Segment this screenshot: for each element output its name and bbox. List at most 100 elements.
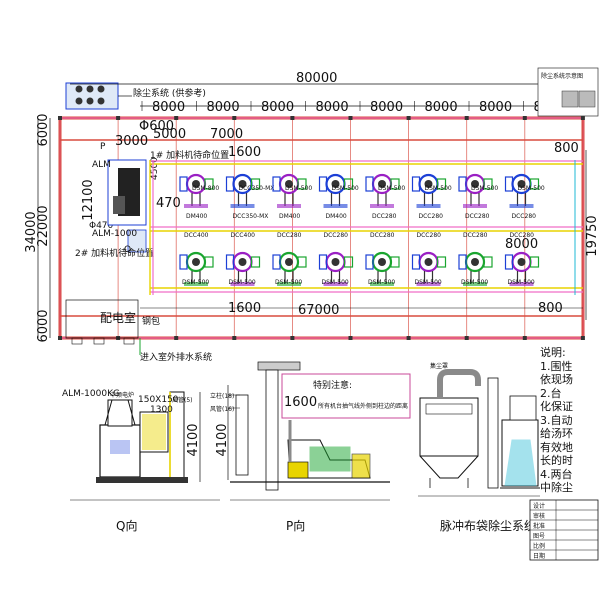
machine-hub	[192, 258, 200, 266]
machine-block	[225, 176, 235, 192]
machine-label-row1: DSM-500	[285, 185, 312, 192]
machine-motor	[483, 178, 493, 190]
machine-unit	[365, 251, 400, 286]
machine-unit	[272, 173, 307, 208]
column-cap	[406, 336, 411, 340]
tb-cell-3: 图号	[533, 533, 545, 540]
machine-label-row1: DSM-500	[518, 185, 545, 192]
machine-label-row1: DSM-500	[425, 185, 452, 192]
top-dimension: 80000	[296, 71, 337, 86]
machine-block	[365, 254, 374, 270]
bottom-dimension: 67000	[298, 303, 339, 318]
q-duct-note: 风管(5)	[172, 396, 193, 404]
machine-base	[323, 282, 348, 286]
machine-motor	[297, 178, 307, 190]
track-lines	[149, 160, 583, 295]
machine-unit	[318, 251, 354, 286]
machine-motor	[204, 178, 214, 190]
notes-line: 4.两台	[540, 467, 573, 481]
machine-block	[318, 254, 328, 270]
machine-unit	[365, 173, 400, 208]
machine-label-row2: DSM-500	[322, 279, 349, 286]
inner-height: 12100	[81, 179, 96, 220]
column-grid	[58, 116, 585, 340]
machine-motor	[390, 178, 400, 190]
q-duct-label: 150X150	[138, 395, 179, 405]
dust-system-label: 除尘系统 (供参考)	[133, 87, 206, 99]
dim-4500: 4500	[150, 157, 160, 180]
machine-base	[416, 204, 441, 208]
bay-dimension: 8000	[152, 100, 185, 115]
q-dim-1300: 1300	[150, 405, 173, 415]
machine-motor	[436, 178, 447, 190]
machine-block	[458, 176, 467, 192]
p-dim-4100: 4100	[215, 423, 230, 456]
tb-cell-2: 批准	[533, 522, 545, 530]
column-cap	[522, 336, 527, 340]
column-cap	[348, 116, 353, 120]
machine-block	[272, 254, 281, 270]
machine-motor	[204, 256, 214, 268]
column-cap	[464, 336, 469, 340]
machine-label-row2: DSM-500	[415, 279, 442, 286]
power-room-label: 配电室	[100, 310, 136, 325]
top-right-title-block	[537, 67, 599, 117]
machine-hub	[378, 180, 386, 188]
feeder2-label: 2# 加料机待命位置	[75, 247, 154, 259]
column-cap	[58, 336, 62, 340]
machine-sub-row1: DCC280	[512, 213, 537, 220]
tb-cell-5: 日期	[533, 552, 545, 560]
phi-600: Φ600	[139, 119, 174, 134]
machine-block	[504, 176, 514, 192]
dim-1600-top: 1600	[228, 145, 261, 160]
machine-unit	[504, 251, 540, 286]
bay-dimension: 8000	[425, 100, 458, 115]
dim-7000: 7000	[210, 127, 243, 142]
q-view-furnace	[96, 391, 188, 483]
notes-line: 1.围性	[540, 359, 573, 373]
notes-line: 3.自动	[540, 413, 573, 427]
water-label: 进入室外排水系统	[140, 351, 212, 363]
alm1000-label: ALM-1000	[92, 229, 137, 239]
column-cap	[174, 116, 179, 120]
machine-base	[463, 282, 487, 286]
machine-hub	[192, 180, 200, 188]
machine-motor	[343, 256, 354, 268]
hood-label: 集尘罩	[430, 362, 448, 370]
machine-hub	[285, 258, 293, 266]
notes-panel: 说明: 1.围性 依现场 2.台 化保证 3.自动 给汤环 有效地 长的时 4.…	[540, 346, 598, 495]
column-cap	[406, 116, 411, 120]
bottom-title-block	[529, 499, 599, 561]
machine-motor	[343, 178, 354, 190]
machine-hub	[517, 258, 526, 266]
machine-unit	[225, 251, 261, 286]
tb-cell-1: 审核	[533, 512, 545, 520]
column-cap	[290, 336, 295, 340]
machine-top-row2: DCC280	[510, 232, 535, 239]
dust-caption: 脉冲布袋除尘系统	[440, 518, 536, 533]
bay-dimension: 8000	[261, 100, 294, 115]
machine-unit	[504, 173, 540, 208]
q-dim-4100: 4100	[186, 423, 201, 456]
special-note-title: 特别注意:	[313, 379, 352, 391]
machine-unit	[411, 173, 447, 208]
bay-dimension: 8000	[207, 100, 240, 115]
machine-sub-row1: DCC280	[419, 213, 444, 220]
machine-label-row1: DCC350-MX	[239, 185, 275, 192]
title-block-top-text: 除尘系统示意图	[541, 72, 583, 80]
machine-motor	[436, 256, 447, 268]
dim-1600-bottom: 1600	[228, 301, 261, 316]
dust-collector-view	[419, 369, 540, 489]
machine-label-row2: DSM-500	[275, 279, 302, 286]
dim-800-top: 800	[554, 141, 579, 156]
column-cap	[116, 116, 121, 120]
machine-base	[509, 204, 534, 208]
machine-top-row2: DCC400	[184, 232, 209, 239]
machine-hub	[424, 258, 433, 266]
phi-470: Φ470	[89, 221, 114, 231]
machine-base	[323, 204, 348, 208]
notes-line: 中除尘	[540, 481, 573, 494]
q-marker: Q	[124, 245, 131, 255]
machine-sub-row1: DM400	[326, 213, 347, 220]
machine-block	[272, 176, 281, 192]
